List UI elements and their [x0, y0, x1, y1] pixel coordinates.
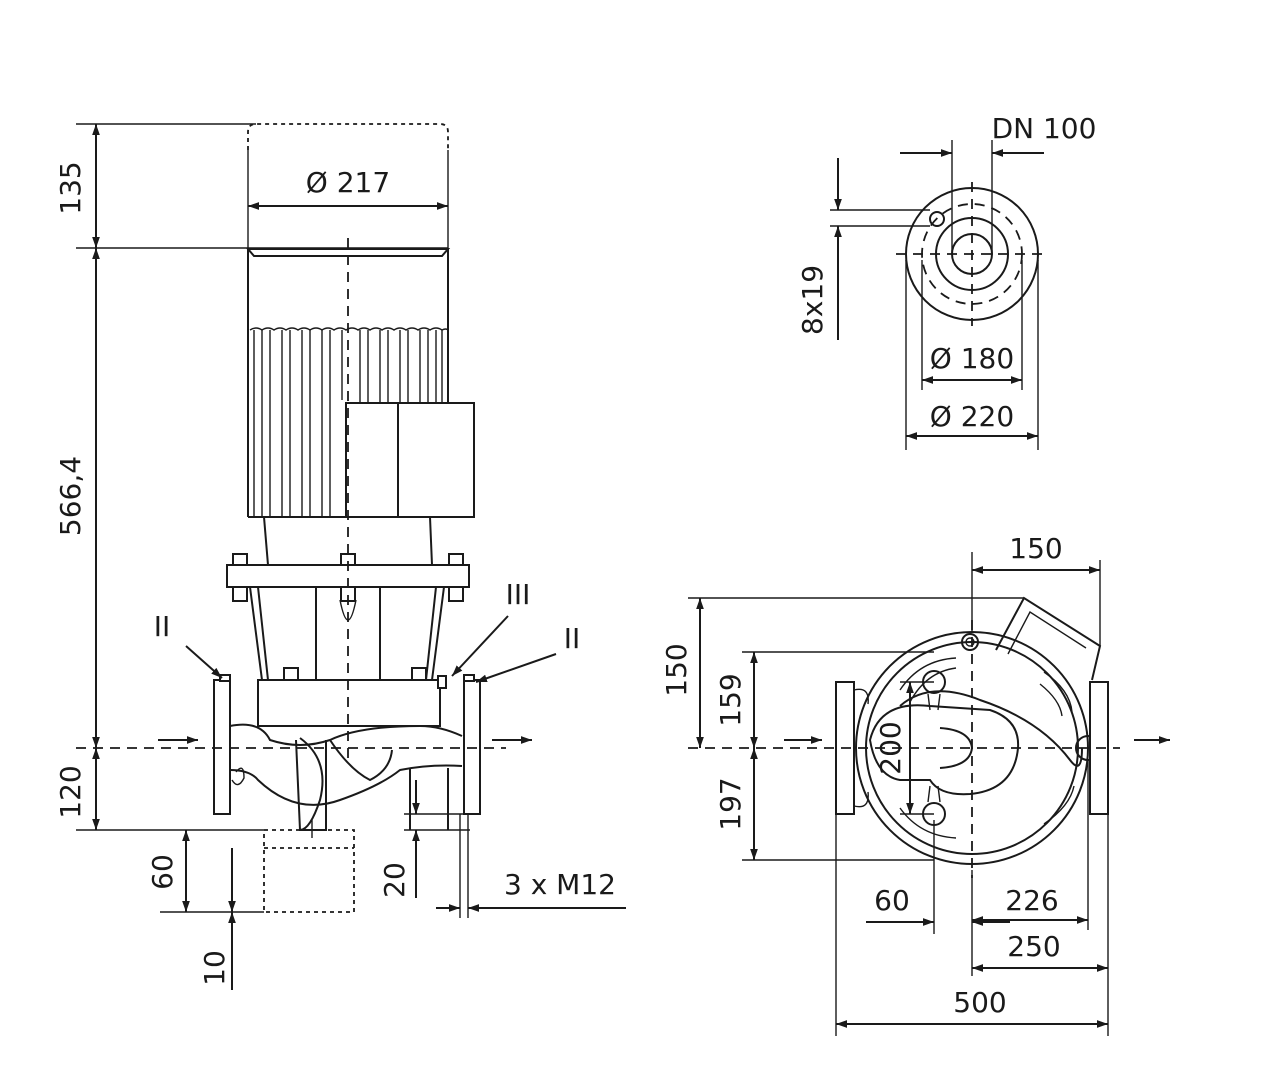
- flange-view: DN 100 8x19 Ø 180 Ø 220: [796, 112, 1096, 450]
- dim-250-label: 250: [1007, 930, 1060, 963]
- dim-60-plan-label: 60: [874, 884, 910, 917]
- dim-20-label: 20: [378, 862, 411, 898]
- side-view: 135 566,4 120 Ø 217 60 10 20 3 x M12 II …: [54, 123, 626, 990]
- callout-iii: III: [506, 578, 531, 611]
- dim-150-side-label: 150: [660, 643, 693, 696]
- dim-197-label: 197: [714, 777, 747, 830]
- outlet-flange: [463, 679, 481, 815]
- dim-566-label: 566,4: [54, 456, 87, 536]
- terminal-box: [345, 402, 475, 518]
- clearance-outline: [247, 123, 449, 150]
- dim-dn100-label: DN 100: [992, 112, 1097, 145]
- dim-500-label: 500: [953, 986, 1006, 1019]
- dim-220-label: Ø 220: [930, 400, 1014, 433]
- dim-10-label: 10: [198, 950, 231, 986]
- dim-150-top-label: 150: [1009, 532, 1062, 565]
- dim-60-label: 60: [146, 854, 179, 890]
- vent-plug: [961, 633, 979, 651]
- lantern: [249, 586, 445, 681]
- bolt-hole: [929, 211, 945, 227]
- inlet-flange: [213, 679, 231, 815]
- dim-135-label: 135: [54, 161, 87, 214]
- dim-159-label: 159: [714, 673, 747, 726]
- dim-180-label: Ø 180: [930, 342, 1014, 375]
- dim-217-label: Ø 217: [306, 166, 390, 199]
- callout-ii-left: II: [154, 610, 171, 643]
- terminal-box-plan: [995, 596, 1102, 681]
- plan-view: 150 150 159 197 200 60 226 250 500: [660, 532, 1170, 1036]
- motor-body: [245, 248, 451, 518]
- dim-120-label: 120: [54, 765, 87, 818]
- pump-housing: [229, 667, 463, 831]
- volute: [899, 690, 1083, 767]
- dim-200-label: 200: [874, 721, 907, 774]
- dim-8x19-label: 8x19: [796, 265, 829, 335]
- motor-neck: [263, 516, 433, 566]
- callout-ii-right: II: [564, 622, 581, 655]
- baseplate-outline: [263, 829, 355, 913]
- dim-m12-label: 3 x M12: [504, 868, 616, 901]
- dim-226-label: 226: [1005, 884, 1058, 917]
